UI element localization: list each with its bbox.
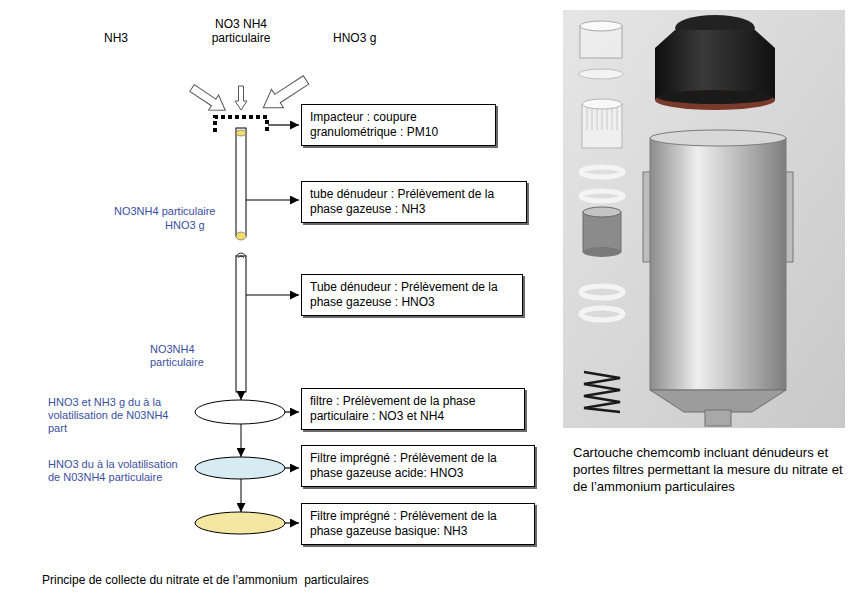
impregnated-filter	[195, 512, 285, 534]
callout-text: Filtre imprégné : Prélèvement de la phas…	[310, 451, 526, 481]
tube-joint	[236, 232, 246, 240]
filter	[195, 400, 285, 424]
figure-caption: Principe de collecte du nitrate et de l’…	[42, 573, 369, 588]
photo-caption: Cartouche chemcomb incluant dénudeurs et…	[573, 444, 845, 495]
callout-text: filtre : Prélèvement de la phase particu…	[310, 394, 516, 424]
tube-joint	[236, 253, 246, 258]
flow-label: NO3NH4 particulaire	[150, 343, 228, 369]
denuder-tube	[236, 256, 246, 392]
callout-text: Impacteur : coupure granulométrique : PM…	[310, 110, 487, 140]
callout-text: Tube dénudeur : Prélèvement de la phase …	[310, 280, 514, 310]
flow-label: NO3NH4 particulaire	[114, 205, 215, 218]
denuder-tube	[236, 128, 246, 236]
flow-label: NH3	[104, 31, 128, 45]
tube-joint	[236, 130, 246, 136]
flow-arrow	[241, 392, 242, 512]
callout-box: Impacteur : coupure granulométrique : PM…	[301, 104, 496, 146]
flow-label: HNO3 du à la volatilisation de N03NH4 pa…	[48, 458, 188, 484]
callout-box: Filtre imprégné : Prélèvement de la phas…	[301, 445, 535, 487]
cartridge-photo	[563, 10, 845, 428]
callout-box: tube dénudeur : Prélèvement de la phase …	[301, 181, 527, 223]
callout-box: filtre : Prélèvement de la phase particu…	[301, 388, 525, 430]
callout-text: Filtre imprégné : Prélèvement de la phas…	[310, 509, 526, 539]
callout-text: tube dénudeur : Prélèvement de la phase …	[310, 187, 518, 217]
callout-box: Tube dénudeur : Prélèvement de la phase …	[301, 274, 523, 316]
flow-label: NO3 NH4 particulaire	[196, 17, 286, 45]
leader-arrow	[246, 125, 299, 523]
impregnated-filter	[195, 457, 285, 479]
callout-box: Filtre imprégné : Prélèvement de la phas…	[301, 503, 535, 545]
inflow-arrow	[187, 71, 312, 118]
flow-label: HNO3 g	[333, 31, 376, 45]
flow-label: HNO3 et NH3 g du à la volatilisation de …	[48, 396, 174, 435]
flow-label: HNO3 g	[165, 219, 205, 232]
